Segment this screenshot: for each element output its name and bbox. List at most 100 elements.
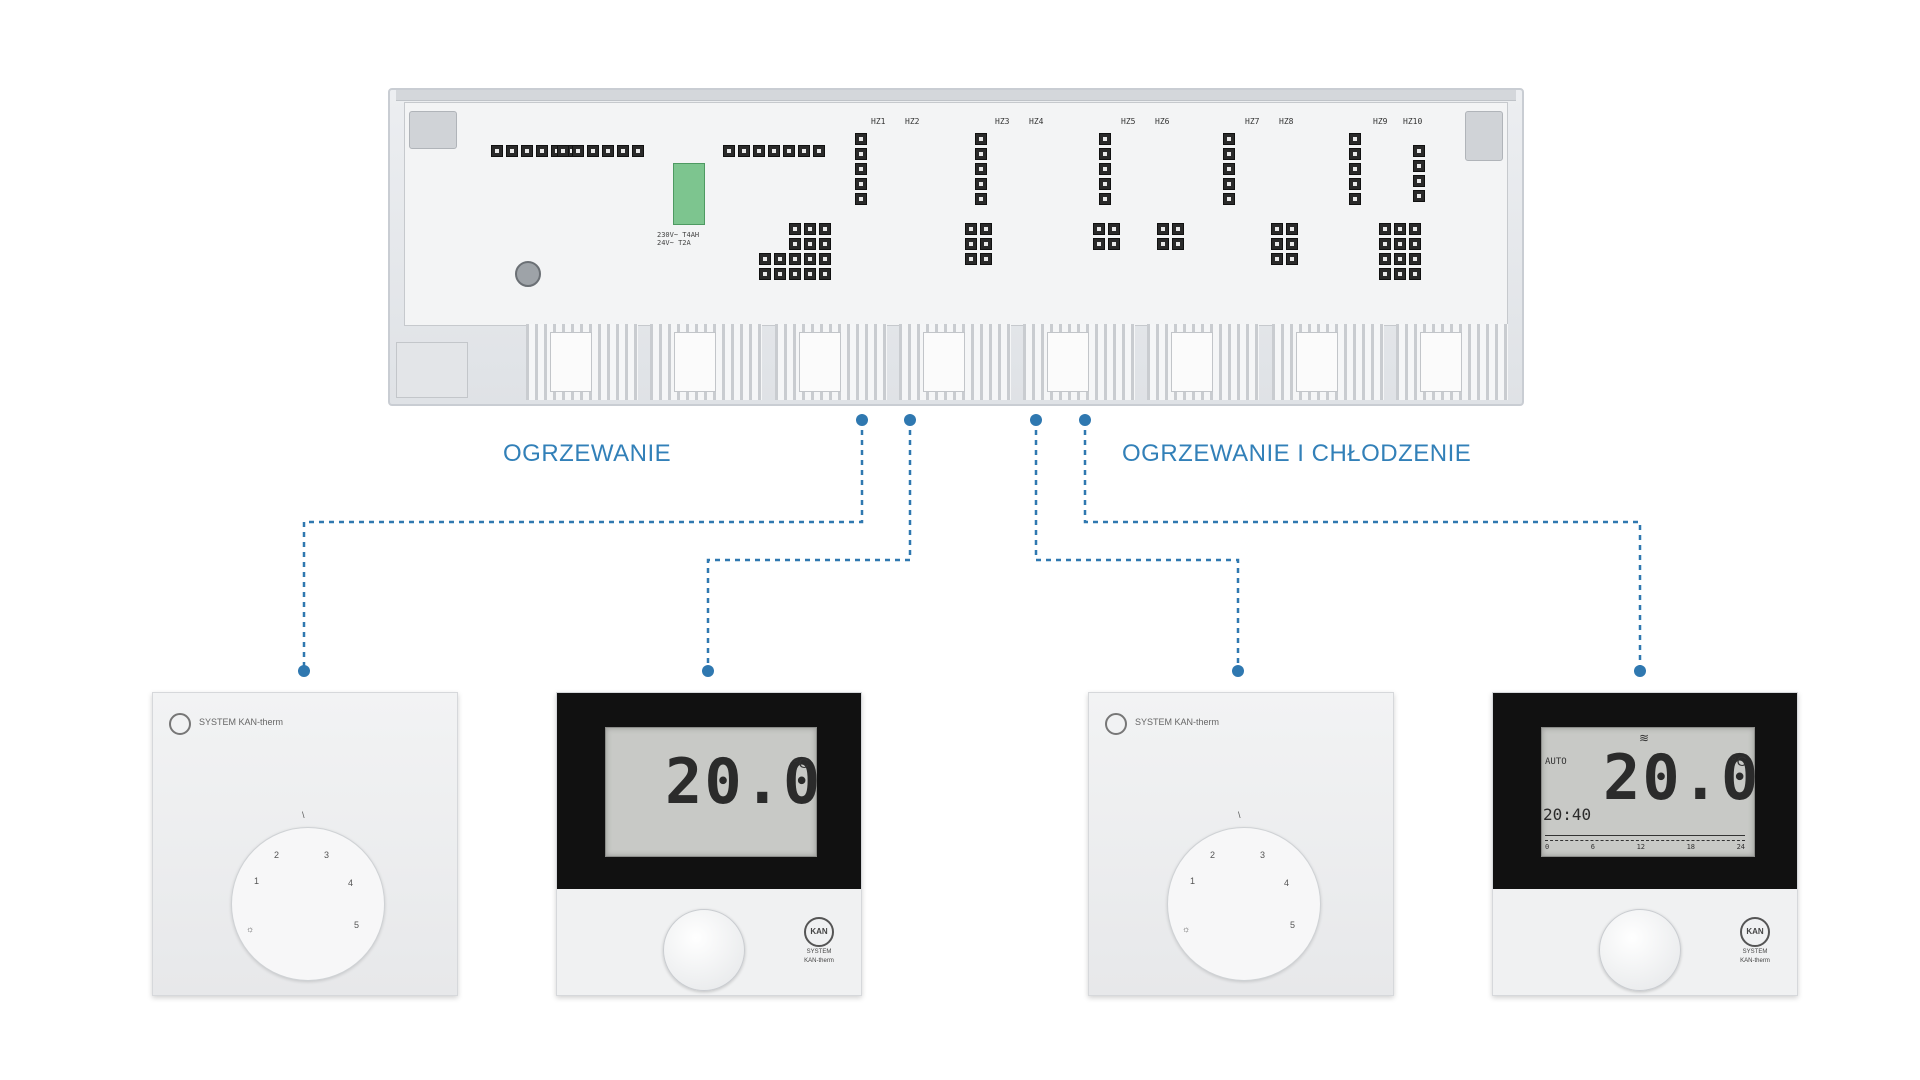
heating-mode-icon: ≋ bbox=[1639, 731, 1650, 745]
dial-mark: 2 bbox=[274, 850, 280, 860]
connector bbox=[1147, 324, 1260, 400]
zone-label: HZ7 bbox=[1245, 117, 1260, 126]
terminal bbox=[855, 163, 867, 175]
zone-label: HZ10 bbox=[1403, 117, 1423, 126]
terminal bbox=[1157, 238, 1169, 250]
connector bbox=[774, 324, 887, 400]
terminal bbox=[1108, 223, 1120, 235]
terminal bbox=[975, 133, 987, 145]
terminal bbox=[855, 178, 867, 190]
wire-endpoint bbox=[904, 414, 916, 426]
control-knob[interactable] bbox=[1599, 909, 1681, 991]
terminal bbox=[1108, 238, 1120, 250]
terminal bbox=[1409, 223, 1421, 235]
terminal bbox=[759, 253, 771, 265]
dial-mark: 1 bbox=[1190, 876, 1196, 886]
terminal bbox=[980, 238, 992, 250]
fuse-label: 230V~ T4AH 24V~ T2A bbox=[657, 231, 700, 247]
terminal bbox=[965, 223, 977, 235]
display-bezel: 20.0 °C bbox=[557, 693, 861, 889]
dial-mark: 5 bbox=[354, 920, 360, 930]
terminal bbox=[1172, 223, 1184, 235]
connector bbox=[650, 324, 763, 400]
thermostat-analog-heating-cooling: SYSTEM KAN-therm 1 2 3 4 5 ☼ \ bbox=[1088, 692, 1394, 996]
terminal bbox=[1093, 223, 1105, 235]
zone-label: HZ9 bbox=[1373, 117, 1388, 126]
zone-label: HZ2 bbox=[905, 117, 920, 126]
terminal bbox=[1409, 253, 1421, 265]
terminal bbox=[1172, 238, 1184, 250]
temperature-dial[interactable]: 1 2 3 4 5 ☼ \ bbox=[1167, 810, 1321, 981]
terminal bbox=[536, 145, 548, 157]
terminal bbox=[1413, 175, 1425, 187]
terminal bbox=[1271, 253, 1283, 265]
terminal bbox=[1349, 163, 1361, 175]
clock-readout: 20:40 bbox=[1543, 805, 1592, 824]
sun-icon: ☼ bbox=[246, 924, 255, 934]
badge-text: SYSTEM bbox=[1742, 949, 1768, 955]
terminal bbox=[557, 145, 569, 157]
mode-label: AUTO bbox=[1545, 757, 1567, 767]
thermostat-analog-heating: SYSTEM KAN-therm 1 2 3 4 5 ☼ \ bbox=[152, 692, 458, 996]
terminal bbox=[759, 268, 771, 280]
terminal bbox=[491, 145, 503, 157]
terminal bbox=[819, 238, 831, 250]
terminal bbox=[813, 145, 825, 157]
dial-mark: 4 bbox=[348, 878, 354, 888]
terminal bbox=[1379, 238, 1391, 250]
kan-logo-icon: KAN bbox=[1740, 917, 1770, 947]
terminal bbox=[1286, 223, 1298, 235]
terminal bbox=[804, 268, 816, 280]
temperature-dial[interactable]: 1 2 3 4 5 ☼ \ bbox=[231, 810, 385, 981]
terminal bbox=[804, 238, 816, 250]
heading-heating-cooling: OGRZEWANIE I CHŁODZENIE bbox=[1122, 440, 1472, 467]
terminal bbox=[789, 268, 801, 280]
wire-endpoint bbox=[298, 665, 310, 677]
zone-label: HZ6 bbox=[1155, 117, 1170, 126]
wire-endpoint bbox=[1079, 414, 1091, 426]
terminal bbox=[1413, 145, 1425, 157]
terminal bbox=[1093, 238, 1105, 250]
zone-label: HZ1 bbox=[871, 117, 886, 126]
terminal bbox=[1413, 160, 1425, 172]
schedule-tick: 18 bbox=[1686, 843, 1695, 851]
schedule-tick: 24 bbox=[1736, 843, 1745, 851]
terminal bbox=[1223, 178, 1235, 190]
wire-thermostat-4 bbox=[1083, 420, 1642, 670]
terminal bbox=[1394, 223, 1406, 235]
terminal bbox=[1379, 253, 1391, 265]
schedule-tick: 0 bbox=[1545, 843, 1550, 851]
mounting-tab-right bbox=[1465, 111, 1503, 161]
wiring-module: 230V~ T4AH 24V~ T2A HZ1 HZ2 HZ3 HZ4 HZ5 … bbox=[388, 88, 1524, 406]
schedule-ticks: 0 6 12 18 24 bbox=[1545, 843, 1745, 851]
terminal bbox=[819, 253, 831, 265]
terminal bbox=[804, 223, 816, 235]
brand-label: SYSTEM KAN-therm bbox=[199, 717, 284, 727]
mounting-foot bbox=[396, 342, 468, 398]
kan-badge: KAN SYSTEM KAN-therm bbox=[797, 917, 841, 965]
module-top-strip bbox=[396, 90, 1516, 101]
terminal bbox=[1379, 223, 1391, 235]
terminal bbox=[602, 145, 614, 157]
connector bbox=[1395, 324, 1508, 400]
terminal bbox=[980, 223, 992, 235]
kan-logo-icon bbox=[169, 713, 191, 735]
terminal bbox=[855, 148, 867, 160]
schedule-tick: 6 bbox=[1590, 843, 1595, 851]
terminal bbox=[798, 145, 810, 157]
terminal bbox=[975, 178, 987, 190]
terminal bbox=[1379, 268, 1391, 280]
terminal bbox=[965, 253, 977, 265]
terminal bbox=[521, 145, 533, 157]
terminal bbox=[1157, 223, 1169, 235]
terminal bbox=[1349, 148, 1361, 160]
terminal bbox=[587, 145, 599, 157]
control-knob[interactable] bbox=[663, 909, 745, 991]
terminal bbox=[738, 145, 750, 157]
connector bbox=[898, 324, 1011, 400]
terminal bbox=[1099, 148, 1111, 160]
fuse bbox=[673, 163, 705, 225]
kan-logo-icon bbox=[1105, 713, 1127, 735]
terminal bbox=[1099, 163, 1111, 175]
